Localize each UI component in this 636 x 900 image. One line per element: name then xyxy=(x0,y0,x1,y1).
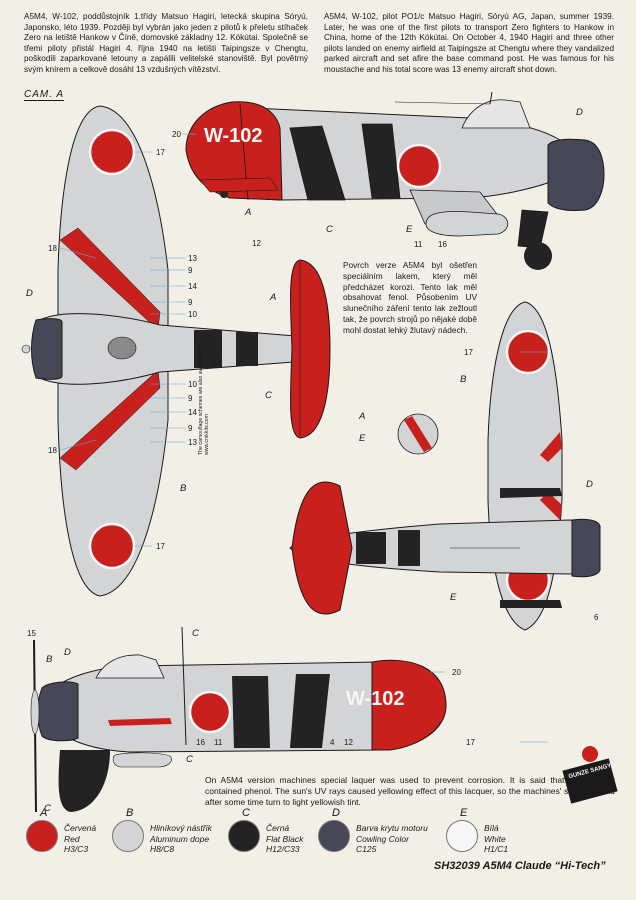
svg-text:9: 9 xyxy=(188,424,193,433)
svg-text:17: 17 xyxy=(156,542,165,551)
side-view-bottom: W-102 xyxy=(30,626,447,813)
svg-text:C: C xyxy=(326,224,333,235)
svg-text:A: A xyxy=(269,292,276,303)
svg-text:C: C xyxy=(265,390,272,401)
svg-text:13: 13 xyxy=(188,254,197,263)
svg-text:D: D xyxy=(586,479,593,490)
plan-view xyxy=(21,105,331,597)
legend-swatch xyxy=(446,820,478,852)
svg-text:16: 16 xyxy=(438,240,447,249)
svg-text:16: 16 xyxy=(196,738,205,747)
svg-text:A: A xyxy=(358,411,365,422)
svg-text:14: 14 xyxy=(188,282,197,291)
svg-text:B: B xyxy=(460,374,467,385)
english-lacquer-note: On A5M4 version machines special laquer … xyxy=(205,775,615,807)
svg-text:10: 10 xyxy=(188,380,197,389)
svg-text:13: 13 xyxy=(188,438,197,447)
detail-inset xyxy=(397,413,439,455)
side-view-top: W-102 xyxy=(185,91,605,270)
callout-labels: 20 17 12 11 16 18 13 9 14 9 10 10 9 14 9… xyxy=(26,107,599,814)
fuselage-code-bottom: W-102 xyxy=(346,688,405,710)
svg-text:B: B xyxy=(180,483,187,494)
svg-text:18: 18 xyxy=(48,244,57,253)
svg-text:10: 10 xyxy=(188,310,197,319)
svg-text:12: 12 xyxy=(344,738,353,747)
copyright-note: The camouflage schemes are also availabl… xyxy=(198,346,210,455)
camouflage-label: CAM. A xyxy=(24,89,65,101)
svg-text:E: E xyxy=(406,224,413,235)
svg-text:6: 6 xyxy=(594,613,599,622)
svg-text:9: 9 xyxy=(188,394,193,403)
legend-swatch xyxy=(318,820,350,852)
svg-text:9: 9 xyxy=(188,298,193,307)
legend-swatch xyxy=(228,820,260,852)
svg-text:E: E xyxy=(359,433,366,444)
english-description: A5M4, W-102, pilot PO1/c Matsuo Hagiri, … xyxy=(324,12,614,74)
svg-text:C: C xyxy=(44,803,51,814)
svg-text:9: 9 xyxy=(188,266,193,275)
svg-text:17: 17 xyxy=(464,348,473,357)
svg-text:C: C xyxy=(192,628,199,639)
underside-view xyxy=(289,301,601,631)
svg-text:C: C xyxy=(213,357,220,368)
svg-text:17: 17 xyxy=(466,738,475,747)
svg-text:18: 18 xyxy=(48,446,57,455)
svg-text:C: C xyxy=(186,754,193,765)
legend-swatch xyxy=(112,820,144,852)
svg-text:11: 11 xyxy=(414,240,423,249)
svg-text:D: D xyxy=(576,107,583,118)
svg-text:E: E xyxy=(450,592,457,603)
svg-text:14: 14 xyxy=(188,408,197,417)
svg-text:A: A xyxy=(244,207,251,218)
svg-text:17: 17 xyxy=(156,148,165,157)
svg-text:D: D xyxy=(26,288,33,299)
svg-text:20: 20 xyxy=(452,668,461,677)
callout-leaders xyxy=(59,133,548,743)
svg-text:20: 20 xyxy=(172,130,181,139)
czech-description: A5M4, W-102, poddůstojník 1.třídy Matsuo… xyxy=(24,12,308,74)
product-code: SH32039 A5M4 Claude “Hi-Tech” xyxy=(434,860,606,872)
gunze-sangyo-logo xyxy=(562,746,618,804)
svg-text:B: B xyxy=(46,654,53,665)
svg-text:11: 11 xyxy=(214,738,223,747)
svg-text:D: D xyxy=(64,647,71,658)
legend-swatch xyxy=(26,820,58,852)
svg-text:4: 4 xyxy=(330,738,335,747)
fuselage-code: W-102 xyxy=(204,125,263,147)
svg-text:12: 12 xyxy=(252,239,261,248)
svg-text:15: 15 xyxy=(27,629,36,638)
czech-lacquer-note: Povrch verze A5M4 byl ošetřen speciálním… xyxy=(343,260,477,335)
